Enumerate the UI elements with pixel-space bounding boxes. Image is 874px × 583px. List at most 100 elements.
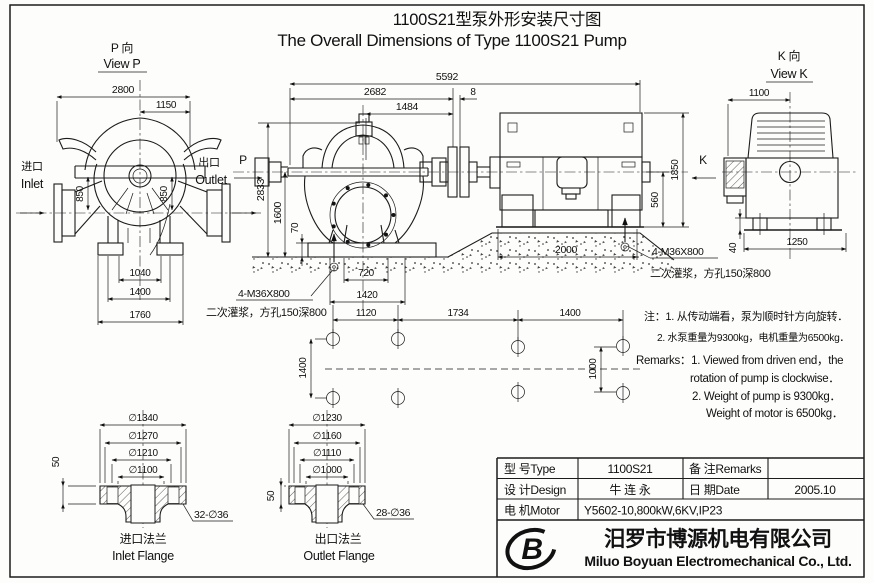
anchor-hole-markers — [326, 329, 630, 408]
motor-label: 电 机Motor — [504, 504, 560, 518]
outlet-flange-label-zh: 出口法兰 — [315, 532, 362, 546]
grout-label-right: 二次灌浆，方孔150深800 — [650, 266, 771, 280]
outlet-bolt-hole — [348, 486, 360, 504]
company-name-zh: 汨罗市博源机电有限公司 — [604, 527, 832, 551]
inlet-holes-label: 32-∅36 — [194, 509, 229, 521]
title-block: 型 号Type 1100S21 备 注Remarks 设 计Design 牛 连… — [496, 457, 864, 577]
note-zh-line1: 注：1. 从传动端看，泵为顺时针方向旋转． — [644, 309, 848, 323]
company-logo: B — [505, 527, 557, 571]
dim-8: 8 — [470, 87, 476, 98]
dim-720: 720 — [358, 268, 375, 279]
company-logo-letter: B — [521, 533, 542, 566]
design-value: 牛 连 永 — [609, 482, 650, 497]
inlet-thickness: 50 — [51, 456, 62, 467]
dim-1420: 1420 — [356, 290, 378, 301]
view-direction-k-marker: K — [699, 153, 707, 167]
company-block: B 汨罗市博源机电有限公司 Miluo Boyuan Electromechan… — [505, 527, 852, 571]
inlet-label-en: Inlet — [21, 177, 44, 191]
side-view: P K — [206, 71, 771, 319]
anchor-label-right: 4-M36X800 — [652, 246, 704, 258]
inlet-dia-outer: ∅1340 — [128, 413, 158, 424]
dim-1400-plan: 1400 — [559, 308, 581, 319]
outlet-dia-bore: ∅1000 — [312, 465, 342, 476]
motor-rear-linework — [723, 112, 842, 235]
inlet-bolt-hole — [106, 486, 119, 504]
note-en-line4: Weight of motor is 6500kg． — [706, 408, 843, 420]
dim-1120: 1120 — [356, 308, 377, 319]
drawing-title-en: The Overall Dimensions of Type 1100S21 P… — [277, 31, 626, 50]
dim-1150: 1150 — [156, 100, 177, 111]
anchor-bolt-left — [236, 233, 339, 301]
dim-1040: 1040 — [129, 268, 151, 279]
sheet-border — [9, 4, 865, 578]
motor-value: Y5602-10,800kW,6KV,IP23 — [584, 504, 723, 518]
motor-side-linework — [489, 112, 651, 228]
outlet-flange-detail: ∅1230 ∅1160 ∅1110 ∅1000 50 28-∅36 出口法兰 O… — [266, 410, 414, 563]
note-en-line1: Remarks：1. Viewed from driven end，the — [636, 355, 843, 367]
dim-1760: 1760 — [129, 310, 151, 321]
inlet-label-zh: 进口 — [21, 160, 42, 173]
dim-1400-viewp: 1400 — [129, 287, 151, 298]
foundation-concrete — [252, 233, 674, 275]
date-label: 日 期Date — [689, 483, 740, 497]
drawing-title-zh: 1100S21型泵外形安装尺寸图 — [393, 10, 602, 29]
view-p: P 向 View P — [16, 40, 262, 325]
type-label: 型 号Type — [504, 462, 556, 476]
note-en-line2: rotation of pump is clockwise． — [690, 373, 840, 385]
note-zh-line2: 2. 水泵重量为9300kg，电机重量为6500kg． — [657, 331, 849, 344]
side-view-dimensions: 5592 2682 1484 8 2833 1600 70 720 1420 — [255, 71, 689, 305]
view-p-label-en: View P — [104, 57, 141, 71]
outlet-dia-outer: ∅1230 — [312, 413, 342, 424]
dim-850-left: 850 — [75, 185, 86, 202]
dim-1734: 1734 — [447, 308, 469, 319]
dim-5592: 5592 — [436, 71, 459, 83]
outlet-holes-leader — [362, 503, 414, 520]
inlet-flange-detail: ∅1340 ∅1270 ∅1210 ∅1100 50 32-∅36 进口法兰 I… — [51, 410, 233, 563]
view-p-dimensions: 2800 1150 850 850 1040 1400 1760 — [56, 84, 191, 325]
dim-1400-vertical: 1400 — [298, 357, 309, 379]
dim-2682: 2682 — [364, 86, 387, 98]
notes: 注：1. 从传动端看，泵为顺时针方向旋转． 2. 水泵重量为9300kg，电机重… — [636, 309, 850, 420]
inlet-flange-label-zh: 进口法兰 — [120, 532, 167, 546]
inlet-dia-bore: ∅1100 — [129, 465, 158, 476]
view-k-label-zh: K 向 — [778, 48, 800, 63]
dim-40: 40 — [728, 242, 739, 253]
note-en-line3: 2. Weight of pump is 9300kg． — [692, 391, 841, 403]
view-p-pump-linework — [53, 117, 231, 256]
anchor-label-left: 4-M36X800 — [238, 288, 290, 300]
dim-1850: 1850 — [670, 159, 681, 181]
outlet-thickness: 50 — [266, 490, 277, 501]
date-value: 2005.10 — [794, 483, 836, 497]
outlet-dia-bolt-circle: ∅1160 — [313, 431, 342, 442]
inlet-flange-label-en: Inlet Flange — [112, 549, 174, 563]
outlet-holes-label: 28-∅36 — [376, 507, 411, 519]
outlet-bolt-hole — [294, 486, 306, 504]
dim-1100: 1100 — [749, 88, 770, 99]
dim-2833: 2833 — [255, 178, 267, 201]
view-k: K 向 View K 1100 — [722, 48, 856, 262]
outlet-label-zh: 出口 — [198, 155, 219, 169]
pump-side-linework — [254, 113, 490, 258]
anchor-bolt-right — [620, 217, 718, 259]
dim-2800: 2800 — [112, 84, 135, 96]
view-k-dimensions: 1100 40 1250 — [727, 88, 847, 253]
dim-560: 560 — [650, 191, 661, 208]
outlet-dia-raised: ∅1110 — [313, 448, 342, 459]
inlet-dia-raised: ∅1210 — [128, 448, 158, 459]
view-p-label-zh: P 向 — [111, 40, 133, 55]
outlet-label-en: Outlet — [195, 173, 227, 187]
dim-1600: 1600 — [272, 201, 284, 224]
type-value: 1100S21 — [607, 462, 653, 476]
inlet-dia-bolt-circle: ∅1270 — [128, 431, 158, 442]
remarks-label: 备 注Remarks — [689, 461, 762, 476]
dim-1250: 1250 — [786, 237, 808, 248]
dim-850-right: 850 — [159, 185, 170, 202]
dim-1000-vertical: 1000 — [588, 358, 599, 380]
dim-2000: 2000 — [555, 244, 578, 256]
inlet-bore-opening — [130, 484, 156, 524]
foundation-plan: 1120 1734 1400 1400 1000 — [298, 305, 640, 408]
view-direction-p-marker: P — [239, 153, 247, 167]
inlet-holes-leader — [182, 503, 233, 522]
